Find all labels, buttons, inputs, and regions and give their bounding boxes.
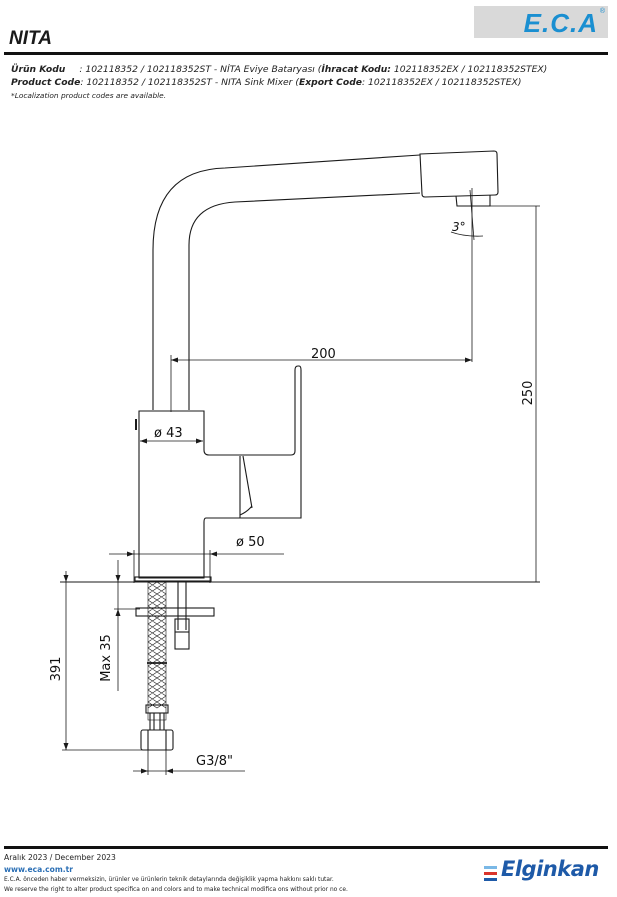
product-code-en: Product Code: 102118352 / 102118352ST - …: [11, 77, 521, 88]
footer-date: Aralık 2023 / December 2023: [4, 853, 116, 862]
max-thickness-label: Max 35: [99, 634, 114, 682]
export-code-en-value: : 102118352EX / 102118352STEX): [362, 77, 522, 88]
angle-label: 3°: [452, 220, 466, 234]
elginkan-logo-text: Elginkan: [501, 857, 599, 881]
lever-slant: [242, 455, 253, 509]
mounting-nut: [174, 618, 190, 650]
product-code-en-value: : 102118352 / 102118352ST - NITA Sink Mi…: [80, 77, 299, 88]
disclaimer-tr: E.C.A. önceden haber vermeksizin, ürünle…: [4, 877, 334, 883]
angle-arc: [450, 231, 484, 237]
eca-logo: E.C.A ®: [474, 6, 608, 38]
website-link[interactable]: www.eca.com.tr: [4, 865, 73, 874]
body-diameter-label: ø 43: [154, 426, 183, 441]
elginkan-logo: Elginkan: [484, 857, 608, 888]
connection-label: G3/8": [196, 754, 233, 769]
spout-inner-edge: [188, 192, 421, 410]
export-code-tr-value: 102118352EX / 102118352STEX): [390, 64, 548, 75]
base-diameter-label: ø 50: [236, 535, 265, 550]
product-code-en-label: Product Code: [11, 77, 81, 88]
footer-divider: [4, 846, 608, 849]
export-code-en-label: Export Code: [298, 77, 363, 88]
product-code-tr-value: : 102118352 / 102118352ST - NİTA Eviye B…: [79, 64, 322, 75]
spout-outer-edge: [152, 154, 421, 410]
header-divider: [4, 52, 608, 55]
aerator: [455, 195, 491, 207]
hose-ferrule: [145, 704, 169, 714]
registered-mark: ®: [599, 8, 605, 15]
mounting-plate: [135, 607, 215, 617]
localization-note: *Localization product codes are availabl…: [11, 91, 167, 100]
base-flange: [134, 576, 212, 582]
elginkan-bar-icon: [484, 878, 497, 881]
flexible-hose: [147, 581, 167, 721]
reach-label: 200: [311, 347, 336, 362]
disclaimer-en: We reserve the right to alter product sp…: [4, 887, 348, 893]
elginkan-bar-icon: [484, 866, 497, 869]
elginkan-bar-icon: [484, 872, 497, 875]
eca-logo-text: E.C.A: [523, 8, 598, 38]
product-code-tr: Ürün Kodu : 102118352 / 102118352ST - NİT…: [11, 64, 547, 75]
height-label: 250: [521, 381, 536, 406]
product-code-tr-label: Ürün Kodu: [11, 64, 66, 75]
spout-head: [419, 150, 499, 198]
total-length-label: 391: [49, 657, 64, 682]
mixer-body: [138, 365, 302, 579]
hose-connector-nut: [140, 729, 174, 751]
page-title: NITA: [9, 28, 52, 49]
export-code-tr-label: İhracat Kodu:: [321, 64, 391, 75]
